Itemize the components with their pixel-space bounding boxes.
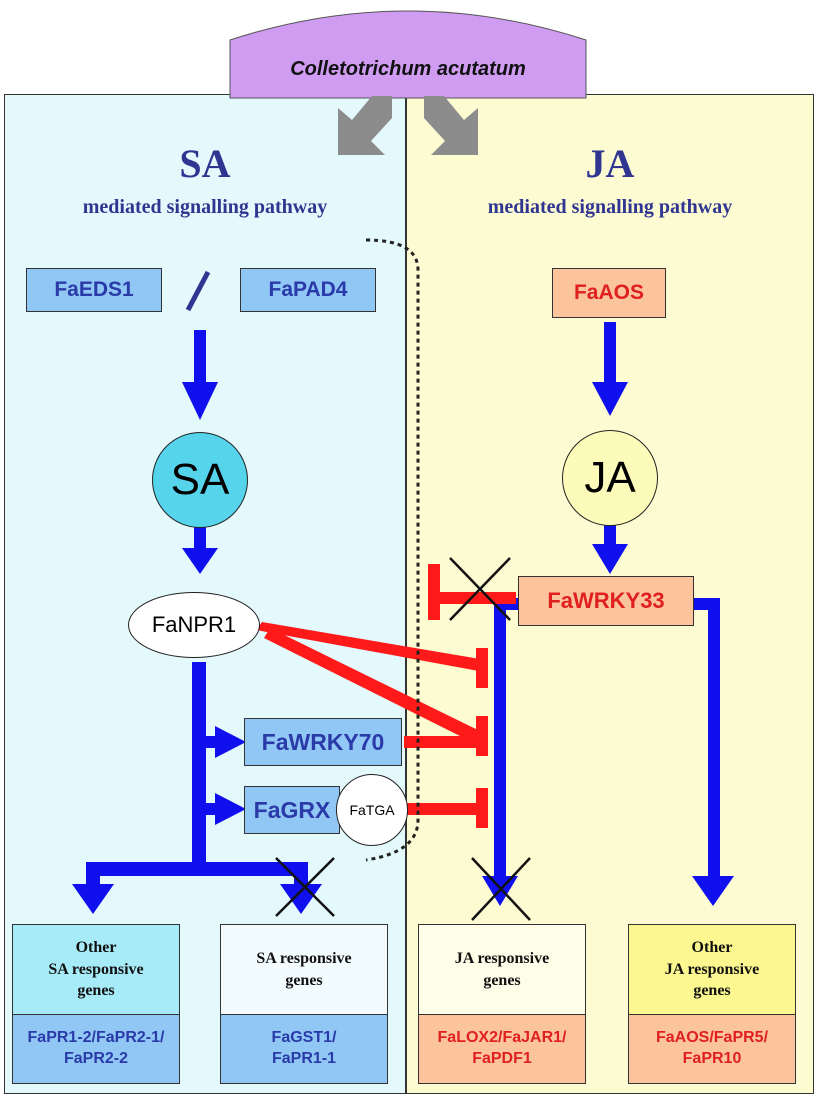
node-fawrky70: FaWRKY70 (244, 718, 402, 766)
genes-other-ja-list: FaAOS/FaPR5/ FaPR10 (629, 1014, 795, 1083)
genes-sa-responsive: SA responsive genes FaGST1/ FaPR1-1 (220, 924, 388, 1084)
genes-other-sa-list: FaPR1-2/FaPR2-1/ FaPR2-2 (13, 1014, 179, 1083)
node-fagrx: FaGRX (244, 786, 340, 834)
node-fawrky33: FaWRKY33 (518, 576, 694, 626)
genes-sa-responsive-list: FaGST1/ FaPR1-1 (221, 1014, 387, 1083)
node-fanpr1: FaNPR1 (128, 592, 260, 658)
genes-other-sa: Other SA responsive genes FaPR1-2/FaPR2-… (12, 924, 180, 1084)
genes-ja-responsive-list: FaLOX2/FaJAR1/ FaPDF1 (419, 1014, 585, 1083)
ja-title: JA (585, 141, 635, 186)
pathogen-label: Colletotrichum acutatum (290, 57, 526, 80)
genes-other-sa-title: Other SA responsive genes (48, 939, 144, 1000)
genes-ja-responsive-title: JA responsive genes (454, 949, 550, 989)
node-ja: JA (562, 430, 658, 526)
crosstalk-arrows (338, 96, 478, 155)
eds1-pad4-slash (185, 270, 211, 312)
node-fapad4: FaPAD4 (240, 268, 376, 312)
genes-other-ja: Other JA responsive genes FaAOS/FaPR5/ F… (628, 924, 796, 1084)
genes-other-ja-title: Other JA responsive genes (664, 939, 760, 1000)
crosstalk-dotted-line (365, 238, 420, 862)
genes-sa-responsive-title: SA responsive genes (256, 949, 352, 989)
node-faaos: FaAOS (552, 268, 666, 318)
sa-subtitle: mediated signalling pathway (82, 196, 328, 218)
genes-ja-responsive: JA responsive genes FaLOX2/FaJAR1/ FaPDF… (418, 924, 586, 1084)
sa-title: SA (179, 141, 231, 186)
node-faeds1: FaEDS1 (26, 268, 162, 312)
node-sa: SA (152, 432, 248, 528)
node-fatga: FaTGA (336, 774, 408, 846)
ja-subtitle: mediated signalling pathway (487, 196, 733, 218)
